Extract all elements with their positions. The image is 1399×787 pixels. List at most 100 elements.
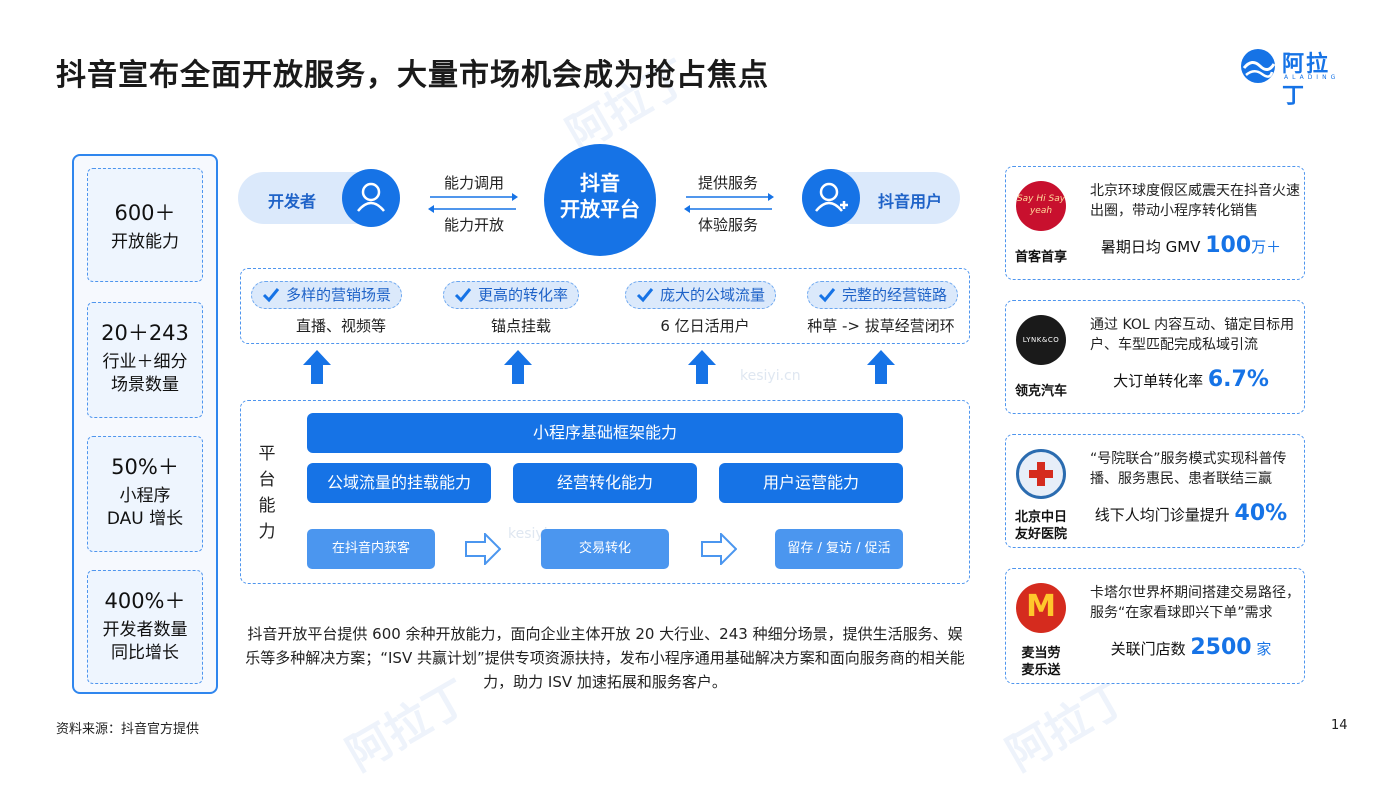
check-icon xyxy=(818,288,836,303)
stat-value: 600＋ xyxy=(114,201,176,225)
metric-unit: 万＋ xyxy=(1251,238,1282,256)
check-icon xyxy=(454,288,472,303)
feature-tag: 庞大的公域流量 xyxy=(625,281,777,309)
stat-value: 20＋243 xyxy=(101,321,189,345)
up-arrow-icon xyxy=(867,350,895,384)
step-bar: 交易转化 xyxy=(541,529,669,569)
stat-card: 20＋243 行业＋细分 场景数量 xyxy=(87,302,203,418)
mcdonalds-logo-icon: M xyxy=(1016,583,1066,633)
feature-tag-label: 完整的经营链路 xyxy=(842,286,948,304)
feature-sub: 种草 -> 拔草经营闭环 xyxy=(807,317,955,335)
stat-label: 小程序 xyxy=(119,486,171,506)
add-user-icon xyxy=(802,169,860,227)
arrow-right-icon xyxy=(430,193,518,201)
brand-logo-icon: Say Hi Say yeah xyxy=(1016,181,1066,231)
case-card: LYNK&CO 领克汽车 通过 KOL 内容互动、锚定目标用户、车型匹配完成私域… xyxy=(1005,300,1305,414)
case-text: “号院联合”服务模式实现科普传播、服务惠民、患者联结三赢 xyxy=(1090,451,1287,487)
case-text: 北京环球度假区威震天在抖音火速出圈，带动小程序转化销售 xyxy=(1090,183,1300,219)
check-icon xyxy=(636,288,654,303)
case-metric: 大订单转化率 6.7% xyxy=(1076,367,1306,392)
feature-sub: 锚点挂载 xyxy=(490,317,551,335)
case-metric: 关联门店数 2500 家 xyxy=(1076,635,1306,660)
metric-value: 6.7% xyxy=(1207,367,1269,392)
features-box: 多样的营销场景 直播、视频等 更高的转化率 锚点挂载 庞大的公域流量 6 亿日活… xyxy=(240,268,970,344)
brand-name: 领克汽车 xyxy=(1014,384,1067,399)
stat-card: 600＋ 开放能力 xyxy=(87,168,203,282)
user-label: 抖音用户 xyxy=(878,192,943,211)
feature-sub: 6 亿日活用户 xyxy=(660,317,750,335)
stat-card: 400%＋ 开发者数量 同比增长 xyxy=(87,570,203,684)
brand-name: 首客首享 xyxy=(1014,250,1067,265)
capability-label-char: 台 xyxy=(258,470,276,490)
logo-text: 阿拉丁 xyxy=(1282,52,1331,109)
metric-value: 40% xyxy=(1234,501,1288,526)
brand-logo-icon: LYNK&CO xyxy=(1016,315,1066,365)
metric-value: 2500 xyxy=(1190,635,1252,660)
metric-label: 关联门店数 xyxy=(1110,640,1191,658)
developer-pill: 开发者 xyxy=(238,169,400,227)
feature-tag: 更高的转化率 xyxy=(443,281,580,309)
case-metric: 线下人均门诊量提升 40% xyxy=(1076,501,1306,526)
metric-label: 线下人均门诊量提升 xyxy=(1094,506,1235,524)
logo-subtext: ALADING xyxy=(1284,74,1340,81)
arrow-right-icon xyxy=(686,193,774,201)
brand-name: 友好医院 xyxy=(1014,527,1067,542)
check-icon xyxy=(262,288,280,303)
metric-value: 100 xyxy=(1205,233,1252,258)
capability-label-char: 力 xyxy=(258,522,276,542)
hospital-logo-icon xyxy=(1016,449,1066,499)
stat-card: 50%＋ 小程序 DAU 增长 xyxy=(87,436,203,552)
page-number: 14 xyxy=(1331,718,1348,733)
capability-bar: 经营转化能力 xyxy=(513,463,697,503)
case-metric: 暑期日均 GMV 100万＋ xyxy=(1076,233,1306,258)
metric-label: 大订单转化率 xyxy=(1113,372,1208,390)
brand-name: 麦当劳 xyxy=(1021,646,1061,661)
brand-name: 北京中日 xyxy=(1014,510,1067,525)
page-title: 抖音宣布全面开放服务，大量市场机会成为抢占焦点 xyxy=(56,58,769,93)
case-text: 通过 KOL 内容互动、锚定目标用户、车型匹配完成私域引流 xyxy=(1090,317,1295,353)
developer-label: 开发者 xyxy=(268,192,317,211)
brand-logo: 阿拉丁 ALADING xyxy=(1238,44,1348,109)
feature-tag-label: 多样的营销场景 xyxy=(286,286,392,304)
up-arrow-icon xyxy=(303,350,331,384)
case-card: 北京中日 友好医院 “号院联合”服务模式实现科普传播、服务惠民、患者联结三赢 线… xyxy=(1005,434,1305,548)
capability-label-char: 平 xyxy=(258,444,276,464)
feature-tag: 完整的经营链路 xyxy=(807,281,959,309)
hollow-arrow-icon xyxy=(701,533,737,565)
case-text: 卡塔尔世界杯期间搭建交易路径，服务“在家看球即兴下单”需求 xyxy=(1090,585,1300,621)
description: 抖音开放平台提供 600 余种开放能力，面向企业主体开放 20 大行业、243 … xyxy=(245,625,965,691)
feature-tag: 多样的营销场景 xyxy=(251,281,403,309)
stat-label: DAU 增长 xyxy=(106,509,184,529)
feature-tag-label: 庞大的公域流量 xyxy=(660,286,766,304)
framework-bar: 小程序基础框架能力 xyxy=(307,413,903,453)
stat-label: 开发者数量 xyxy=(102,620,188,640)
platform-circle: 抖音 开放平台 xyxy=(544,144,656,256)
capability-bar: 用户运营能力 xyxy=(719,463,903,503)
metric-unit: 家 xyxy=(1251,640,1272,658)
stat-label: 行业＋细分 xyxy=(102,352,188,372)
flow-label: 体验服务 xyxy=(698,216,759,234)
watermark-text: kesiyi.cn xyxy=(740,368,801,384)
hollow-arrow-icon xyxy=(465,533,501,565)
step-bar: 在抖音内获客 xyxy=(307,529,435,569)
stat-value: 50%＋ xyxy=(111,455,179,479)
capability-label-char: 能 xyxy=(258,496,276,516)
capability-bar: 公域流量的挂载能力 xyxy=(307,463,491,503)
source-note: 资料来源：抖音官方提供 xyxy=(56,722,200,737)
up-arrow-icon xyxy=(504,350,532,384)
stat-label: 开放能力 xyxy=(111,232,179,252)
logo-lettering: LYNK&CO xyxy=(1022,336,1060,344)
case-card: M 麦当劳 麦乐送 卡塔尔世界杯期间搭建交易路径，服务“在家看球即兴下单”需求 … xyxy=(1005,568,1305,684)
brand-name: 麦乐送 xyxy=(1021,663,1061,678)
logo-lettering: M xyxy=(1026,589,1056,624)
flow-label: 能力调用 xyxy=(444,174,505,192)
arrow-left-icon xyxy=(428,205,516,213)
user-pill: 抖音用户 xyxy=(802,169,960,227)
platform-title: 抖音 xyxy=(580,171,620,195)
flow-label: 能力开放 xyxy=(444,216,505,234)
stats-panel: 600＋ 开放能力 20＋243 行业＋细分 场景数量 50%＋ 小程序 DAU… xyxy=(72,154,218,694)
feature-tag-label: 更高的转化率 xyxy=(478,286,569,304)
capability-label: 平 台 能 力 xyxy=(257,441,277,545)
metric-label: 暑期日均 GMV xyxy=(1100,238,1206,256)
aladdin-logo-icon xyxy=(1241,49,1276,83)
